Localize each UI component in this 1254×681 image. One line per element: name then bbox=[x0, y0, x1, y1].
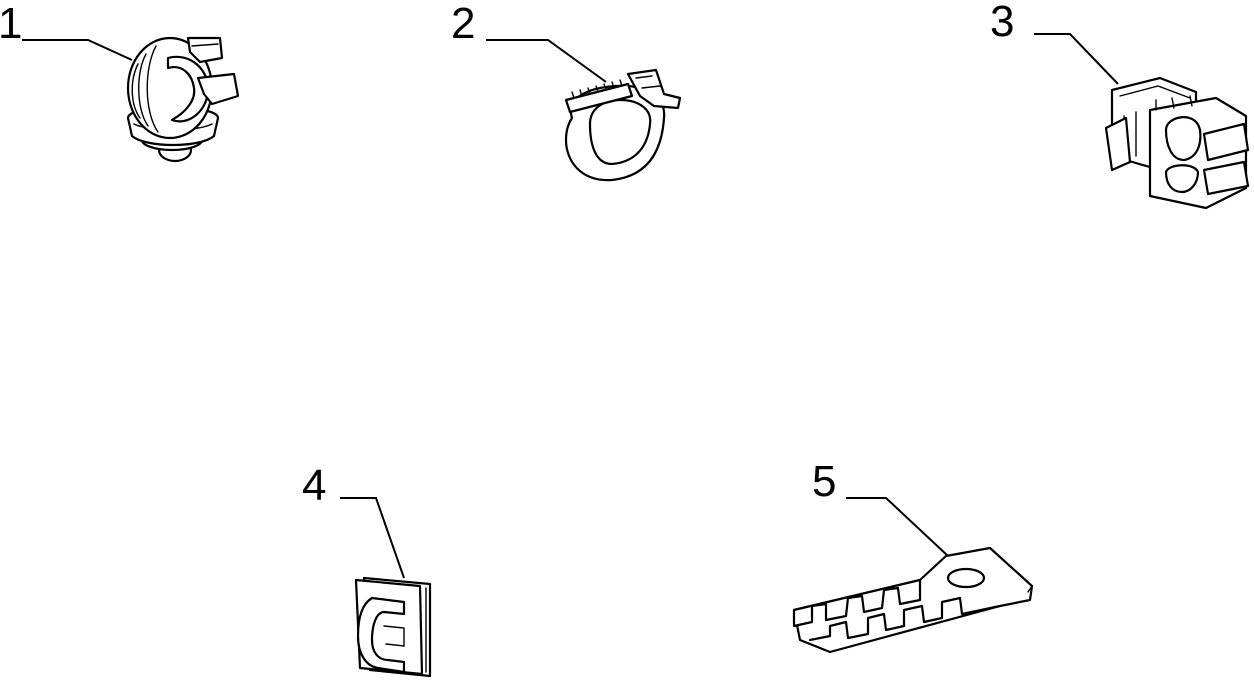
part-1-round-cable-clip: 1 bbox=[0, 0, 240, 163]
callout-number-1: 1 bbox=[0, 0, 22, 48]
leader-line-4 bbox=[340, 497, 405, 579]
callout-number-4: 4 bbox=[302, 461, 326, 510]
callout-number-3: 3 bbox=[990, 0, 1014, 46]
part-4-square-clip: 4 bbox=[302, 461, 432, 678]
leader-line-3 bbox=[1034, 33, 1119, 85]
part-2-band-clamp: 2 bbox=[451, 0, 682, 182]
callout-number-5: 5 bbox=[812, 457, 836, 506]
part-5-toothed-bracket: 5 bbox=[792, 457, 1034, 654]
callout-number-2: 2 bbox=[451, 0, 475, 48]
leader-line-2 bbox=[486, 39, 607, 83]
leader-line-1 bbox=[22, 39, 133, 61]
leader-line-5 bbox=[846, 497, 949, 557]
part-3-connector-block: 3 bbox=[990, 0, 1250, 210]
